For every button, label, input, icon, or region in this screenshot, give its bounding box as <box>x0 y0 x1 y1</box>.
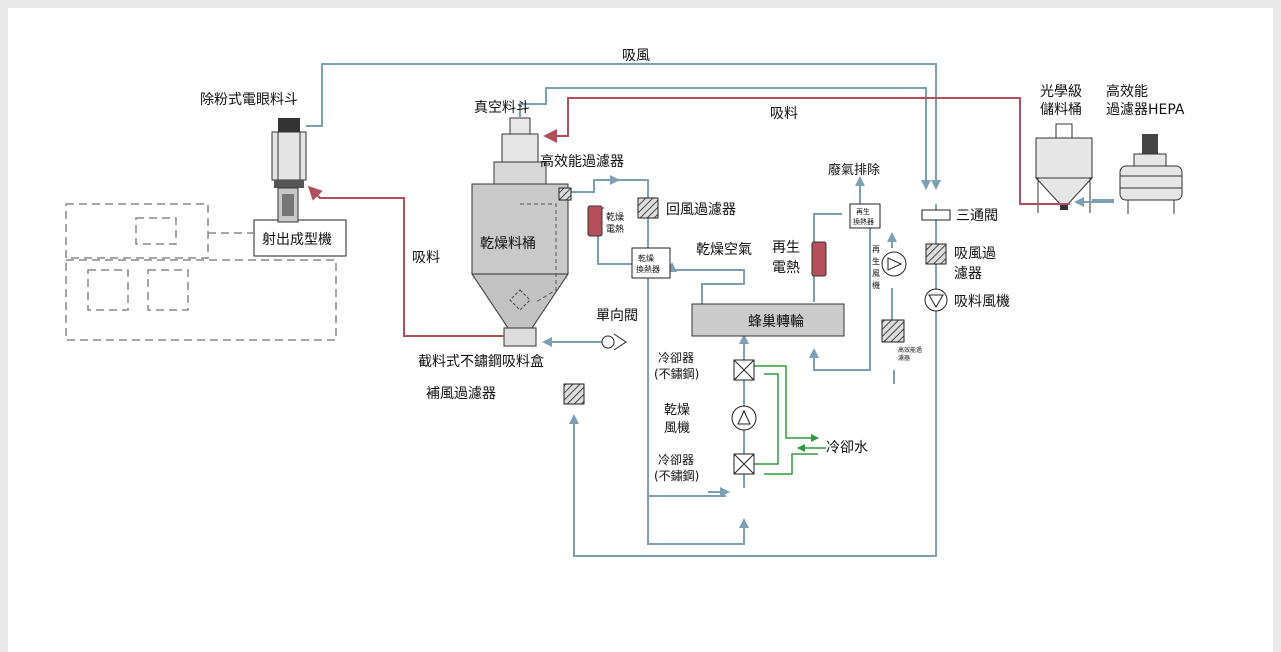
label-regen-filter-2: 濾器 <box>898 354 910 362</box>
label-dry-hx-1: 乾燥 <box>638 253 654 263</box>
label-suction-fan: 吸料風機 <box>954 294 1010 310</box>
label-dry-hx-2: 換熱器 <box>636 264 660 274</box>
optical-bin-icon <box>1034 123 1094 213</box>
material-pipes <box>307 97 1070 337</box>
check-valve-icon <box>601 333 627 351</box>
drying-bin-icon <box>471 117 569 347</box>
label-regen-hx-1: 再生 <box>856 207 870 216</box>
label-cooler-top-2: (不鏽鋼) <box>654 366 699 381</box>
three-way-valve-icon <box>921 209 951 221</box>
suction-filter-icon <box>925 243 947 265</box>
label-cooler-top-1: 冷卻器 <box>658 351 694 365</box>
diagram-frame: 吸風 吸料 除粉式電眼料斗 真空料斗 光學級 儲料桶 高效能 過濾器HEPA 高… <box>8 8 1273 652</box>
label-honeycomb-wheel: 蜂巢轉輪 <box>748 313 804 330</box>
regen-heater-icon <box>811 241 827 277</box>
injection-machine-outline <box>65 203 337 341</box>
regen-fan-icon <box>881 251 907 277</box>
hepa-filter-icon <box>1119 134 1183 214</box>
regen-filter-icon <box>881 319 905 343</box>
label-regen-fan-4: 機 <box>872 280 880 290</box>
supply-filter-icon <box>563 383 585 405</box>
label-suction-material-top: 吸料 <box>770 106 798 122</box>
label-drying-bin: 乾燥料桶 <box>480 236 536 252</box>
dry-fan-triangle <box>737 409 751 425</box>
return-filter-icon <box>637 197 659 219</box>
label-suction-filter-2: 濾器 <box>954 266 982 282</box>
label-return-filter: 回風過濾器 <box>666 202 736 218</box>
label-hepa-1: 高效能 <box>1106 83 1148 100</box>
powder-hopper-icon <box>271 118 307 223</box>
label-exhaust: 廢氣排除 <box>828 163 880 178</box>
label-cooler-bottom-1: 冷卻器 <box>658 453 694 467</box>
label-dry-fan-1: 乾燥 <box>664 403 690 418</box>
honeycomb-wheel-box <box>691 303 845 337</box>
process-diagram: 吸風 吸料 除粉式電眼料斗 真空料斗 光學級 儲料桶 高效能 過濾器HEPA 高… <box>65 48 1185 557</box>
label-regen-filter-1: 高效能過 <box>898 346 922 354</box>
label-dry-heater-2: 電熱 <box>606 223 624 235</box>
label-regen-heater-1: 再生 <box>772 240 800 256</box>
label-check-valve: 單向閥 <box>596 308 638 324</box>
label-suction-filter-1: 吸風過 <box>954 246 996 262</box>
label-cooling-water: 冷卻水 <box>826 440 868 456</box>
suction-fan-triangle <box>928 294 944 308</box>
dry-heater-icon <box>587 205 603 237</box>
label-high-eff-filter: 高效能過濾器 <box>540 153 624 170</box>
label-dry-air: 乾燥空氣 <box>696 242 752 258</box>
label-regen-hx-2: 換熱器 <box>853 217 874 226</box>
regen-heat-exchanger-box <box>849 203 881 229</box>
label-injection-machine: 射出成型機 <box>262 232 332 248</box>
label-three-way-valve: 三通閥 <box>956 208 998 224</box>
label-cutoff-box: 截料式不鏽鋼吸料盒 <box>418 353 544 370</box>
label-regen-fan-3: 風 <box>872 269 880 278</box>
injection-machine-box <box>253 219 347 257</box>
label-optical-bin-2: 儲料桶 <box>1040 102 1082 118</box>
label-supply-filter: 補風過濾器 <box>426 386 496 402</box>
label-dry-fan-2: 風機 <box>664 421 690 436</box>
regen-fan-triangle <box>887 257 903 271</box>
high-efficiency-filter-icon <box>558 187 572 201</box>
cooling-water-pipes <box>754 365 826 475</box>
label-cooler-bottom-2: (不鏽鋼) <box>654 468 699 483</box>
label-hepa-2: 過濾器HEPA <box>1106 102 1185 118</box>
label-vacuum-hopper: 真空料斗 <box>474 100 530 116</box>
label-regen-fan-1: 再 <box>872 245 880 254</box>
label-regen-fan-2: 生 <box>872 256 880 266</box>
label-optical-bin-1: 光學級 <box>1040 84 1082 100</box>
label-regen-heater-2: 電熱 <box>772 260 800 276</box>
label-powder-hopper: 除粉式電眼料斗 <box>200 92 298 108</box>
label-suction-material-left: 吸料 <box>412 250 440 266</box>
label-dry-heater-1: 乾燥 <box>606 211 624 223</box>
dry-heat-exchanger-box <box>631 247 671 279</box>
label-suction-air: 吸風 <box>622 48 650 64</box>
dry-fan-icon <box>731 405 757 431</box>
